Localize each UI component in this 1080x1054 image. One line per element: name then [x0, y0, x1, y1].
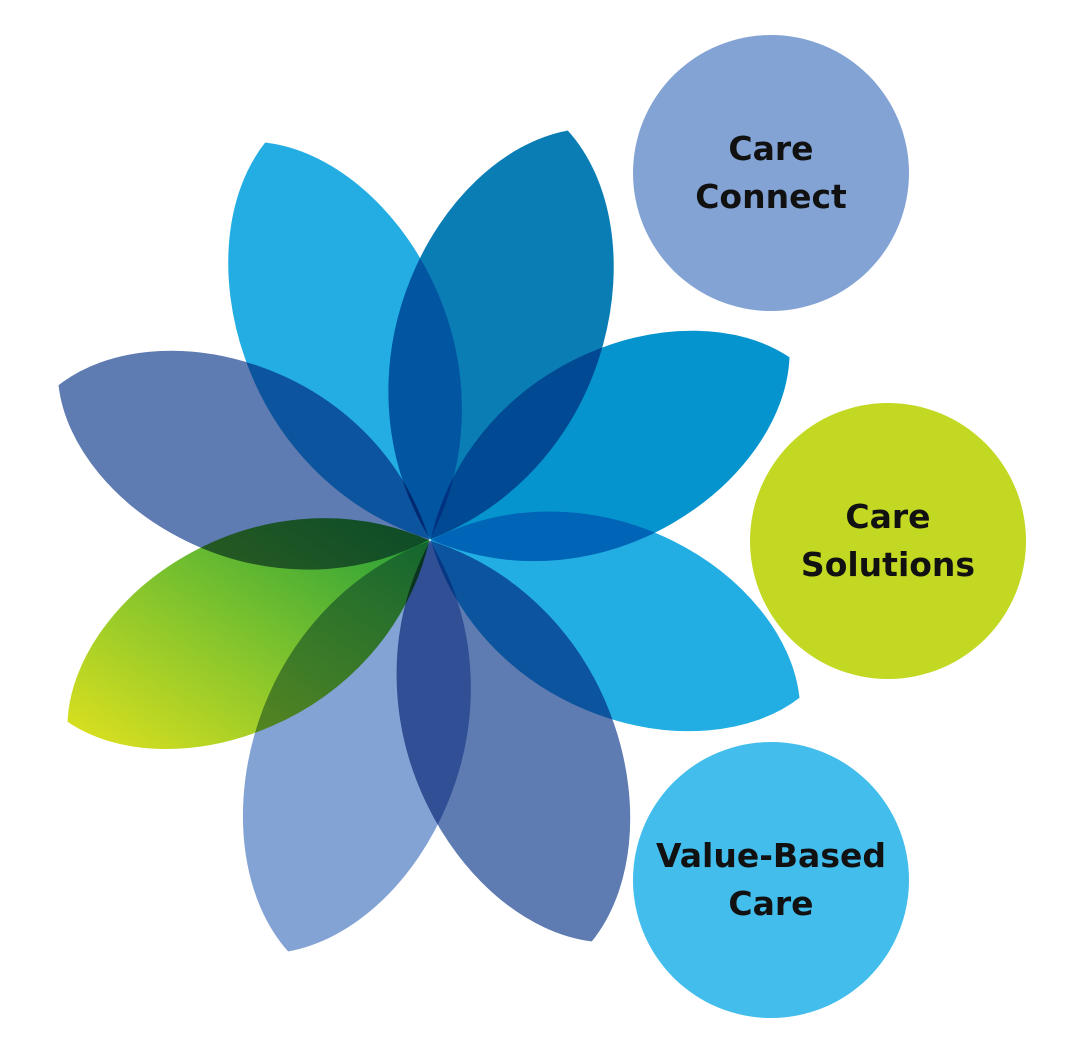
value-based-care-circle[interactable]: Value-Based Care: [633, 742, 909, 1018]
care-solutions-circle[interactable]: Care Solutions: [750, 403, 1026, 679]
care-connect-circle[interactable]: Care Connect: [633, 35, 909, 311]
care-connect-label: Care Connect: [695, 129, 847, 216]
petal-8: [57, 349, 431, 571]
care-solutions-label: Care Solutions: [800, 497, 976, 584]
value-based-care-label: Value-Based Care: [656, 836, 886, 923]
